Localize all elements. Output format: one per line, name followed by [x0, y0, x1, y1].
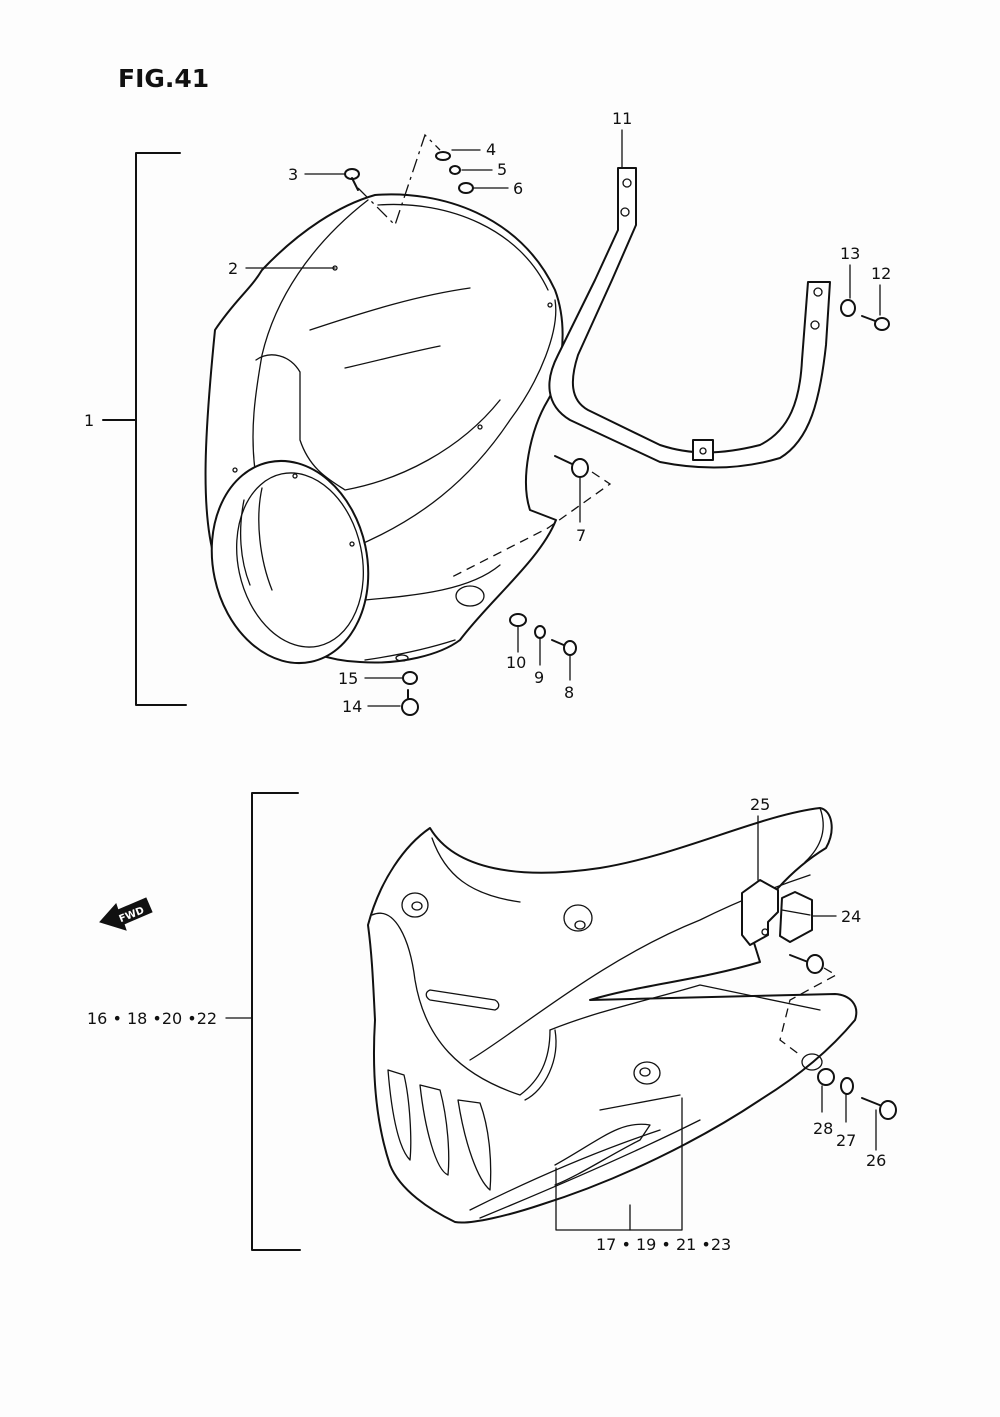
under-cowling	[367, 807, 858, 1224]
callout-12: 12	[871, 264, 891, 283]
washer-10	[509, 613, 527, 627]
fins-group-bracket	[555, 1097, 683, 1231]
callout-8: 8	[564, 683, 574, 702]
nut-5	[449, 165, 461, 175]
washer-27	[840, 1077, 854, 1095]
cowling-bracket-11	[548, 167, 831, 469]
callout-11: 11	[612, 109, 632, 128]
callout-4: 4	[486, 140, 496, 159]
callout-26: 26	[866, 1151, 886, 1170]
callout-25: 25	[750, 795, 770, 814]
callout-16-18-20-22: 16 • 18 •20 •22	[87, 1009, 217, 1028]
callout-9: 9	[534, 668, 544, 687]
assembly-1-bracket	[135, 152, 187, 706]
assembly-16-bracket	[251, 792, 301, 1251]
clip-24	[779, 891, 813, 943]
callout-24: 24	[841, 907, 861, 926]
callout-15: 15	[338, 669, 358, 688]
washer-9	[534, 625, 546, 639]
bolt-26	[861, 1097, 897, 1120]
screw-3	[344, 168, 360, 191]
callout-14: 14	[342, 697, 362, 716]
washer-28	[817, 1068, 835, 1086]
callout-10: 10	[506, 653, 526, 672]
screw-bracket	[789, 954, 824, 974]
bolt-8	[551, 639, 577, 656]
callout-28: 28	[813, 1119, 833, 1138]
callout-27: 27	[836, 1131, 856, 1150]
nut-13	[840, 299, 856, 317]
callout-2: 2	[228, 259, 238, 278]
callout-5: 5	[497, 160, 507, 179]
bolt-12	[861, 315, 890, 331]
headlight-cowling	[204, 193, 564, 665]
nut-15	[402, 671, 418, 685]
callout-1: 1	[84, 411, 94, 430]
forward-arrow-icon: FWD	[99, 897, 153, 931]
bolt-7	[554, 455, 589, 478]
callout-13: 13	[840, 244, 860, 263]
alignment-line-bolt-7	[449, 471, 612, 579]
washer-4	[435, 151, 451, 161]
bracket-25	[741, 879, 779, 946]
callout-17-19-21-23: 17 • 19 • 21 •23	[596, 1235, 731, 1254]
callout-3: 3	[288, 165, 298, 184]
nut-6	[458, 182, 474, 194]
figure-title: FIG.41	[118, 64, 209, 93]
alignment-line-clip	[779, 967, 838, 1056]
callout-7: 7	[576, 526, 586, 545]
callout-6: 6	[513, 179, 523, 198]
bolt-14	[401, 689, 419, 716]
